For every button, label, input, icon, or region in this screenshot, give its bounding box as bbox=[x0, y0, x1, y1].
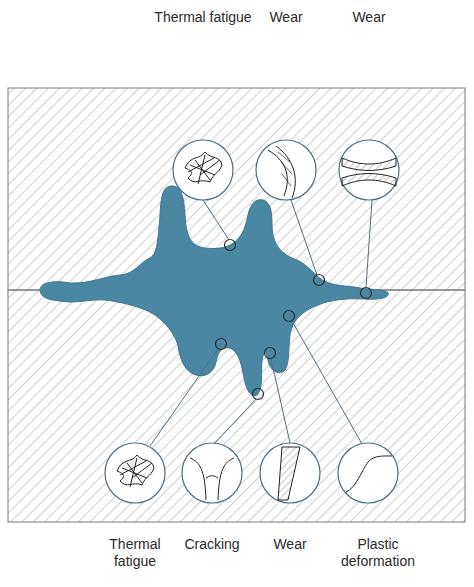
leader-lines bbox=[150, 200, 372, 446]
failure-label: Thermal fatigue bbox=[133, 9, 273, 26]
failure-label: Plastic deformation bbox=[328, 536, 428, 570]
failure-label: Wear bbox=[339, 9, 399, 26]
failure-label: Cracking bbox=[172, 536, 252, 553]
failure-label: Wear bbox=[256, 9, 316, 26]
failure-label: Thermal fatigue bbox=[95, 536, 175, 570]
detail-icons bbox=[117, 146, 396, 500]
die-halves bbox=[8, 88, 465, 522]
detail-circles bbox=[105, 140, 399, 503]
failure-label: Wear bbox=[260, 536, 320, 553]
casting bbox=[40, 186, 388, 396]
spot-markers bbox=[216, 240, 372, 400]
